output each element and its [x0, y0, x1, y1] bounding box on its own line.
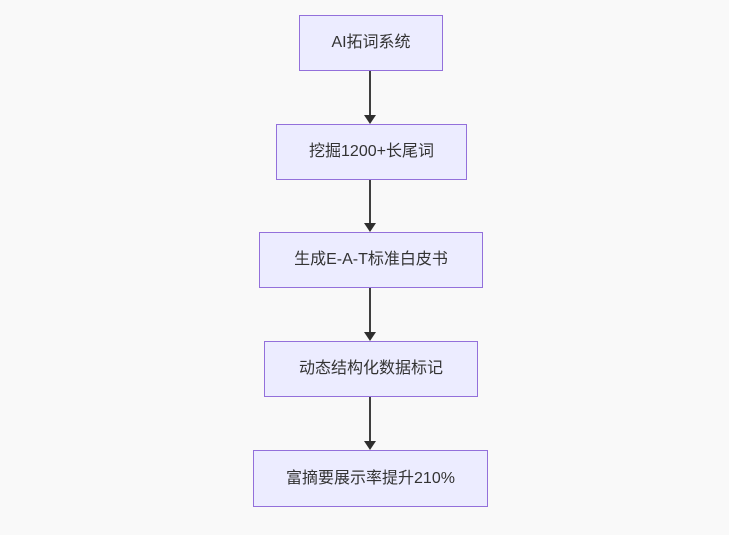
arrowhead-icon	[364, 441, 376, 450]
arrow-line	[369, 71, 371, 117]
node-label: 动态结构化数据标记	[298, 360, 443, 378]
arrow-line	[369, 288, 371, 334]
node-label: 富摘要展示率提升210%	[286, 469, 455, 487]
arrow-line	[369, 397, 371, 443]
arrowhead-icon	[364, 332, 376, 341]
node-label: AI拓词系统	[331, 34, 411, 52]
arrow-line	[369, 180, 371, 225]
node-rich-snippet-uplift: 富摘要展示率提升210%	[253, 450, 488, 507]
node-ai-expansion-system: AI拓词系统	[299, 15, 443, 71]
node-structured-data-markup: 动态结构化数据标记	[264, 341, 478, 397]
node-longtail-keyword-mining: 挖掘1200+长尾词	[276, 124, 467, 180]
node-label: 挖掘1200+长尾词	[309, 143, 434, 161]
node-label: 生成E-A-T标准白皮书	[294, 251, 448, 269]
arrowhead-icon	[364, 115, 376, 124]
node-eat-whitepaper: 生成E-A-T标准白皮书	[259, 232, 483, 288]
arrowhead-icon	[364, 223, 376, 232]
